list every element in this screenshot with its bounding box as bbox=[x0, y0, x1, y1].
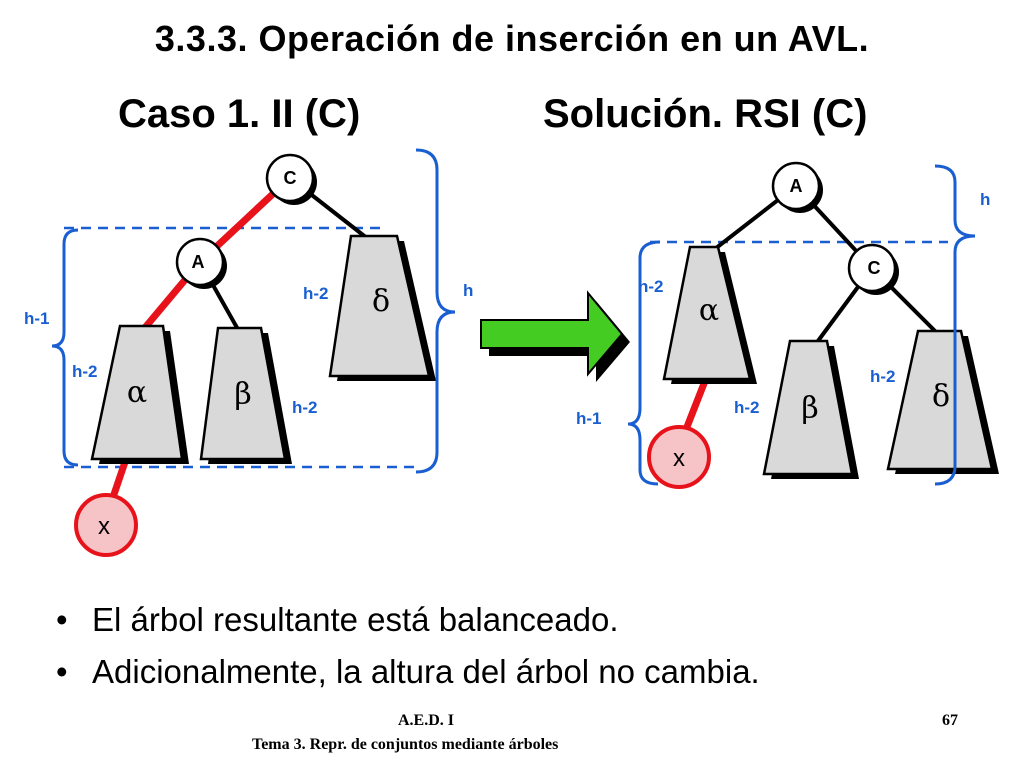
right-tree: α β δ A C x h-2 h-1 h-2 h-2 h bbox=[576, 161, 999, 489]
transform-arrow bbox=[480, 290, 630, 382]
right-height-total: h bbox=[980, 190, 990, 209]
left-node-a bbox=[175, 237, 225, 287]
left-height-total: h bbox=[463, 281, 473, 300]
footer-course: A.E.D. I bbox=[398, 712, 455, 729]
right-height-delta: h-2 bbox=[870, 367, 896, 386]
right-alpha-symbol: α bbox=[699, 293, 719, 328]
left-height-delta: h-2 bbox=[303, 284, 329, 303]
left-height-alpha: h-2 bbox=[72, 362, 98, 381]
left-alpha-symbol: α bbox=[127, 375, 147, 410]
right-node-x-label: x bbox=[673, 445, 685, 472]
solution-caption: Solución. RSI (C) bbox=[543, 92, 868, 136]
right-node-x bbox=[647, 425, 711, 489]
left-subtree-beta bbox=[199, 326, 287, 461]
left-node-c-label: C bbox=[284, 168, 297, 188]
right-brace-total bbox=[934, 164, 976, 486]
bullet-item-2: Adicionalmente, la altura del árbol no c… bbox=[52, 648, 760, 700]
right-node-c-label: C bbox=[868, 258, 881, 278]
right-height-outer: h-1 bbox=[576, 409, 602, 428]
right-subtree-beta bbox=[762, 339, 854, 476]
right-node-a-label: A bbox=[790, 176, 803, 196]
case-caption: Caso 1. II (C) bbox=[118, 92, 361, 136]
left-node-c bbox=[265, 153, 315, 203]
page-title: 3.3.3. Operación de inserción en un AVL. bbox=[154, 18, 870, 59]
right-delta-symbol: δ bbox=[932, 379, 950, 414]
right-brace-outer bbox=[627, 240, 661, 486]
left-node-x bbox=[74, 493, 138, 557]
left-node-a-label: A bbox=[192, 252, 205, 272]
right-height-alpha: h-2 bbox=[638, 277, 664, 296]
right-edge-alpha-x bbox=[681, 379, 709, 434]
right-subtree-delta bbox=[886, 329, 994, 471]
left-node-x-label: x bbox=[98, 513, 110, 540]
right-beta-symbol: β bbox=[801, 391, 818, 426]
left-beta-symbol: β bbox=[234, 377, 251, 412]
left-height-outer: h-1 bbox=[24, 309, 50, 328]
left-brace-outer bbox=[51, 228, 79, 467]
left-height-beta: h-2 bbox=[292, 398, 318, 417]
left-subtree-delta bbox=[328, 234, 431, 378]
bullet-list: El árbol resultante está balanceado. Adi… bbox=[52, 596, 760, 700]
left-subtree-alpha bbox=[90, 324, 184, 461]
left-brace-total bbox=[415, 148, 456, 474]
right-node-a bbox=[771, 161, 821, 211]
right-node-c bbox=[847, 243, 897, 293]
left-tree: α β δ C A x h-1 h-2 h-2 h-2 h bbox=[24, 148, 473, 557]
left-delta-symbol: δ bbox=[372, 284, 390, 319]
bullet-item-1: El árbol resultante está balanceado. bbox=[52, 596, 760, 648]
right-subtree-alpha bbox=[662, 245, 752, 381]
footer-page-number: 67 bbox=[942, 712, 958, 729]
right-height-beta: h-2 bbox=[734, 398, 760, 417]
footer-topic: Tema 3. Repr. de conjuntos mediante árbo… bbox=[252, 736, 559, 753]
